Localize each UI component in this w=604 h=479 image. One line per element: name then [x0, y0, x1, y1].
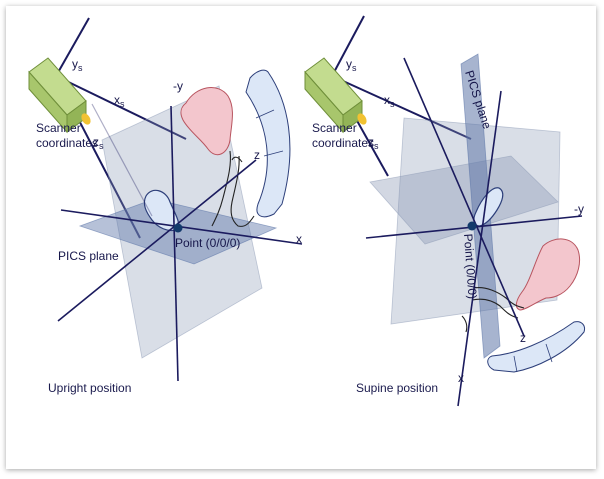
supine-bladder-shape — [515, 238, 581, 311]
supine-scanner-label-line1: Scanner — [312, 121, 357, 135]
supine-scanner-lens — [357, 113, 367, 125]
supine-sacrum-segment-line — [513, 355, 518, 373]
supine-ys-axis — [331, 15, 365, 77]
supine-panel: ys xs zs Scanner coordinates -y z x PICS… — [304, 15, 585, 407]
supine-sacrum-segment-line — [545, 343, 553, 363]
upright-xs-label: xs — [114, 93, 125, 109]
upright-minus-y-label: -y — [173, 79, 183, 93]
supine-minus-y-label: -y — [574, 202, 584, 216]
upright-ys-axis — [55, 17, 90, 77]
supine-ys-label: ys — [346, 57, 357, 73]
upright-vagina-curve — [230, 155, 255, 227]
supine-vagina-curve — [461, 315, 468, 333]
supine-point-label: Point (0/0/0) — [461, 233, 480, 299]
supine-horizontal-plane — [369, 155, 559, 245]
upright-point-label: Point (0/0/0) — [175, 236, 240, 250]
upright-sacrum-segment-line — [263, 150, 284, 157]
upright-position-label: Upright position — [48, 381, 131, 395]
supine-z-label: z — [520, 331, 526, 345]
upright-xs-extension — [91, 103, 153, 217]
pics-diagram: ys xs zs Scanner coordinates -y z x PICS… — [28, 15, 585, 407]
supine-scanner-box — [304, 57, 367, 134]
upright-ys-label: ys — [72, 57, 83, 73]
supine-z-axis — [403, 57, 525, 337]
supine-sacrum-shape — [487, 321, 585, 373]
upright-sacrum-segment-line — [255, 109, 275, 119]
supine-origin-point — [467, 221, 477, 231]
upright-scanner-lens — [81, 113, 91, 125]
supine-xs-axis — [331, 75, 472, 140]
upright-x-label: x — [296, 232, 302, 246]
upright-scanner-box — [28, 57, 91, 134]
supine-zs-label: zs — [368, 135, 379, 151]
upright-z-axis — [57, 159, 257, 322]
upright-minus-y-axis — [170, 105, 179, 382]
supine-scanner-label-line2: coordinates — [312, 136, 374, 150]
upright-pics-plane-label: PICS plane — [58, 249, 119, 263]
upright-panel: ys xs zs Scanner coordinates -y z x PICS… — [28, 17, 303, 395]
supine-vagina-curve — [473, 287, 525, 309]
upright-vagina-curve — [231, 156, 243, 163]
upright-vagina-curve — [211, 150, 231, 227]
supine-position-label: Supine position — [356, 381, 438, 395]
supine-vagina-curve — [471, 298, 519, 319]
supine-xs-label: xs — [384, 93, 395, 109]
upright-zs-label: zs — [93, 135, 104, 151]
upright-sacrum-shape — [245, 69, 291, 218]
upright-scanner-label-line2: coordinates — [36, 136, 98, 150]
figure-frame: ys xs zs Scanner coordinates -y z x PICS… — [6, 6, 596, 469]
supine-x-label: x — [458, 371, 464, 385]
upright-z-label: z — [254, 148, 260, 162]
supine-x-axis — [457, 90, 502, 407]
upright-origin-point — [173, 223, 183, 233]
upright-bladder-shape — [180, 87, 233, 156]
upright-xs-axis — [55, 75, 187, 140]
upright-scanner-label-line1: Scanner — [36, 121, 81, 135]
